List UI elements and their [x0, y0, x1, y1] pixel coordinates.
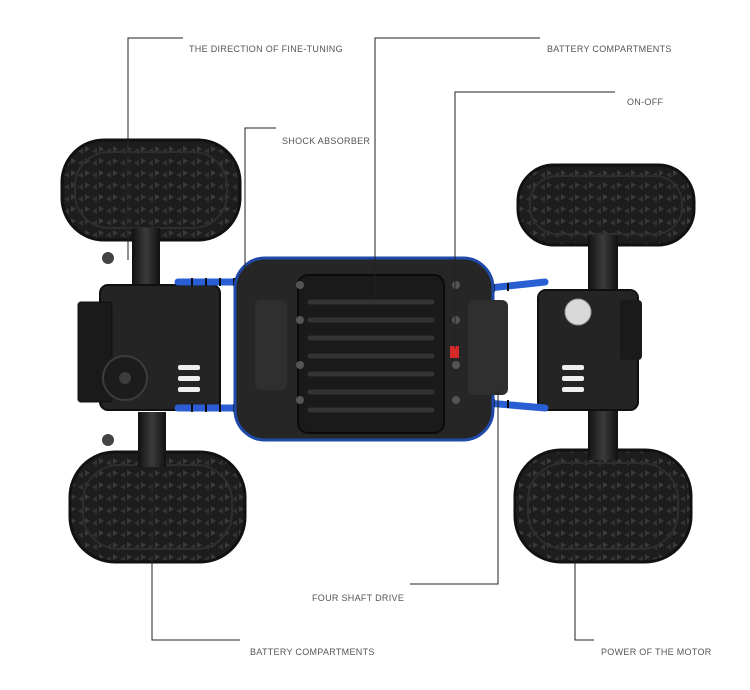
axle-rear-right — [588, 405, 618, 460]
leader-on-off — [454, 91, 615, 348]
power-switch — [450, 346, 459, 358]
tire-rear-left — [68, 450, 247, 564]
right-gearbox — [537, 289, 642, 411]
leader-fine-tuning — [127, 37, 183, 260]
leader-four-shaft — [410, 390, 499, 585]
label-on-off: ON-OFF — [627, 97, 664, 107]
left-gearbox — [77, 252, 221, 446]
label-battery-compartments-top: BATTERY COMPARTMENTS — [547, 44, 672, 54]
tire-rear-right — [513, 448, 693, 564]
label-battery-compartments-bottom: BATTERY COMPARTMENTS — [250, 647, 375, 657]
axle-front-left — [132, 228, 160, 288]
leader-shock-absorber — [244, 127, 276, 282]
axle-rear-left — [138, 412, 166, 467]
leader-battery-top — [374, 37, 540, 300]
tire-front-right — [516, 163, 696, 247]
center-chassis — [233, 256, 508, 442]
label-fine-tuning: THE DIRECTION OF FINE-TUNING — [189, 44, 343, 54]
leader-lines — [127, 37, 615, 641]
label-four-shaft-drive: FOUR SHAFT DRIVE — [312, 593, 405, 603]
leader-battery-bottom — [151, 470, 240, 641]
label-shock-absorber: SHOCK ABSORBER — [282, 136, 371, 146]
leader-power-motor — [574, 545, 594, 641]
axle-front-right — [588, 235, 618, 295]
label-power-of-motor: POWER OF THE MOTOR — [601, 647, 712, 657]
tire-front-left — [60, 138, 242, 242]
